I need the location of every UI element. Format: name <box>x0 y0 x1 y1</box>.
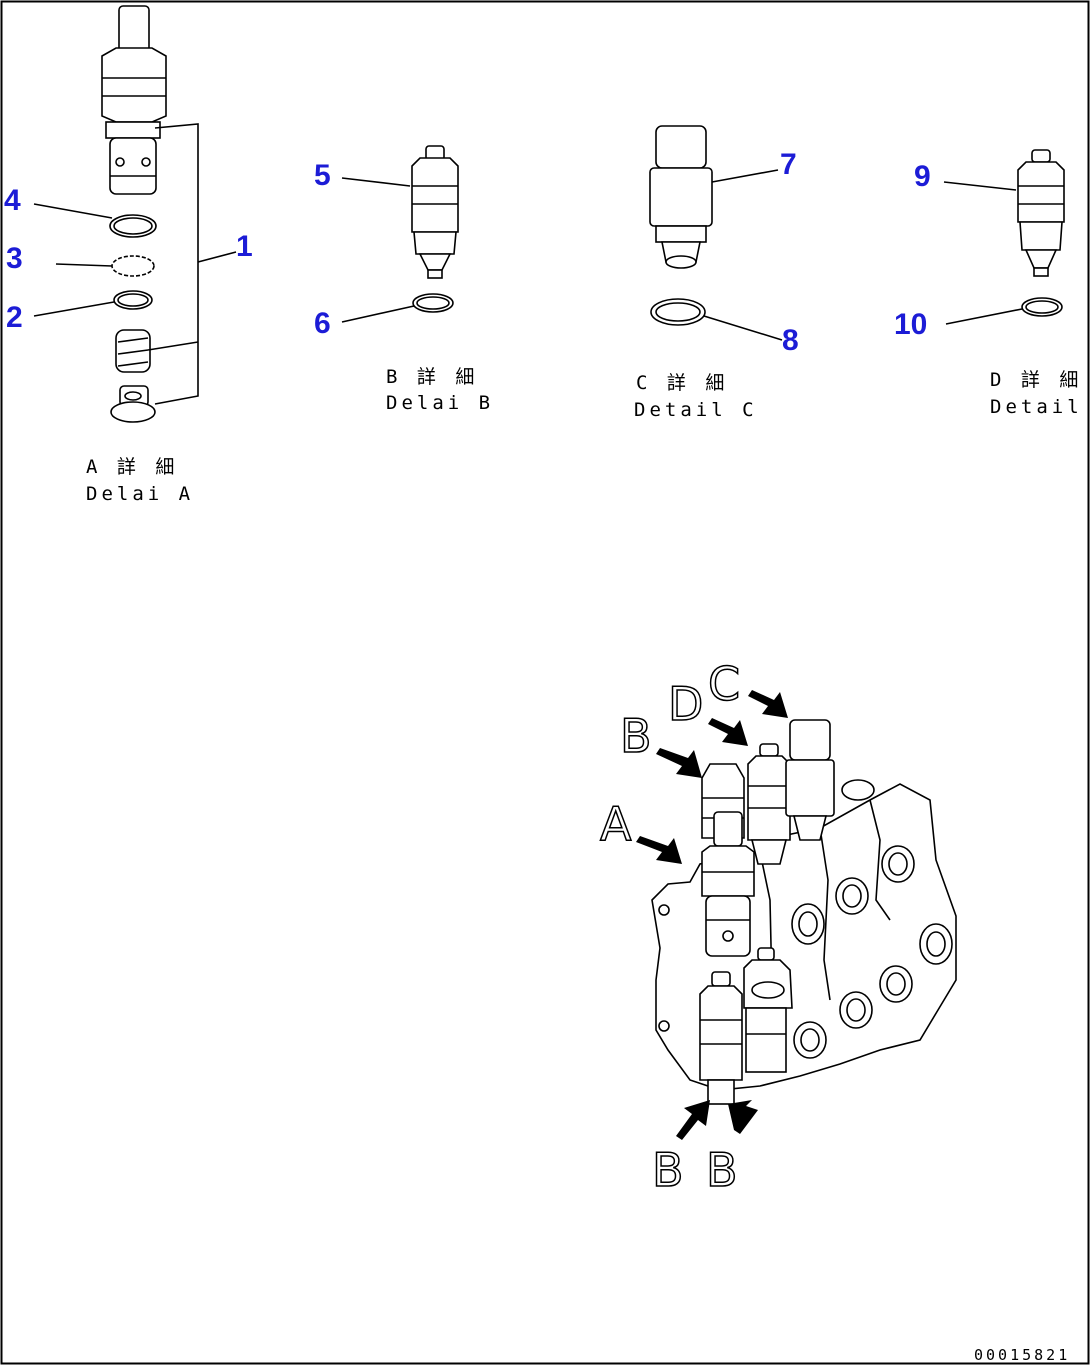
body-valve-b-lower-right[interactable] <box>743 947 793 1073</box>
callout-10: 10 <box>894 308 927 341</box>
callout-9: 9 <box>914 160 931 193</box>
figure-number: 00015821 <box>974 1346 1070 1364</box>
leader-5 <box>341 177 411 187</box>
detail-d-caption-jp: D 詳 細 <box>990 369 1082 391</box>
view-arrow-b-lower-left <box>676 1100 710 1140</box>
leader-4 <box>33 203 113 219</box>
callout-3: 3 <box>6 242 23 275</box>
leader-8 <box>703 315 783 341</box>
callout-7: 7 <box>780 148 797 181</box>
detail-c-caption-jp: C 詳 細 <box>636 372 728 394</box>
leader-9 <box>943 181 1017 191</box>
view-arrow-b-top <box>656 748 702 778</box>
callout-5: 5 <box>314 159 331 192</box>
callout-4: 4 <box>4 184 21 217</box>
detail-d-caption-en: Detail D <box>990 396 1090 418</box>
callout-1-bracket <box>154 123 199 405</box>
view-letter-a: A <box>600 797 632 851</box>
callout-1: 1 <box>236 230 253 263</box>
view-letter-b-lower-right: B <box>706 1143 738 1197</box>
body-valve-a[interactable] <box>701 811 755 957</box>
detail-c-plug-7[interactable] <box>649 125 713 269</box>
view-letter-d: D <box>668 677 703 731</box>
callout-6: 6 <box>314 307 331 340</box>
detail-d-valve-9[interactable] <box>1017 149 1065 277</box>
view-letter-b-top: B <box>620 709 652 763</box>
callout-8: 8 <box>782 324 799 357</box>
view-arrow-b-lower-right <box>728 1100 758 1134</box>
detail-a-oring-4[interactable] <box>109 214 157 238</box>
detail-a-valve-1[interactable] <box>101 5 167 195</box>
view-arrow-c <box>748 690 788 718</box>
body-valve-d[interactable] <box>747 743 791 865</box>
leader-7 <box>711 169 779 183</box>
detail-b-caption-en: Delai B <box>386 392 494 414</box>
view-letter-b-lower-left: B <box>652 1143 684 1197</box>
leader-2 <box>33 301 115 317</box>
leader-1 <box>197 251 237 263</box>
detail-a-backup-ring-3[interactable] <box>111 255 155 277</box>
leader-6 <box>341 305 415 323</box>
body-valve-b-lower-left[interactable] <box>699 971 743 1105</box>
view-arrow-a <box>636 836 682 864</box>
detail-a-caption-en: Delai A <box>86 483 194 505</box>
view-arrow-d <box>708 718 748 746</box>
detail-b-valve-5[interactable] <box>411 145 459 279</box>
callout-2: 2 <box>6 301 23 334</box>
detail-c-caption-en: Detail C <box>634 399 758 421</box>
detail-a-poppet[interactable] <box>110 385 156 423</box>
body-plug-c[interactable] <box>785 719 835 841</box>
leader-3 <box>55 263 113 267</box>
detail-a-caption-jp: A 詳 細 <box>86 456 178 478</box>
detail-b-caption-jp: B 詳 細 <box>386 366 478 388</box>
detail-a-spring[interactable] <box>115 329 151 373</box>
leader-10 <box>945 308 1023 325</box>
view-letter-c: C <box>708 657 740 711</box>
